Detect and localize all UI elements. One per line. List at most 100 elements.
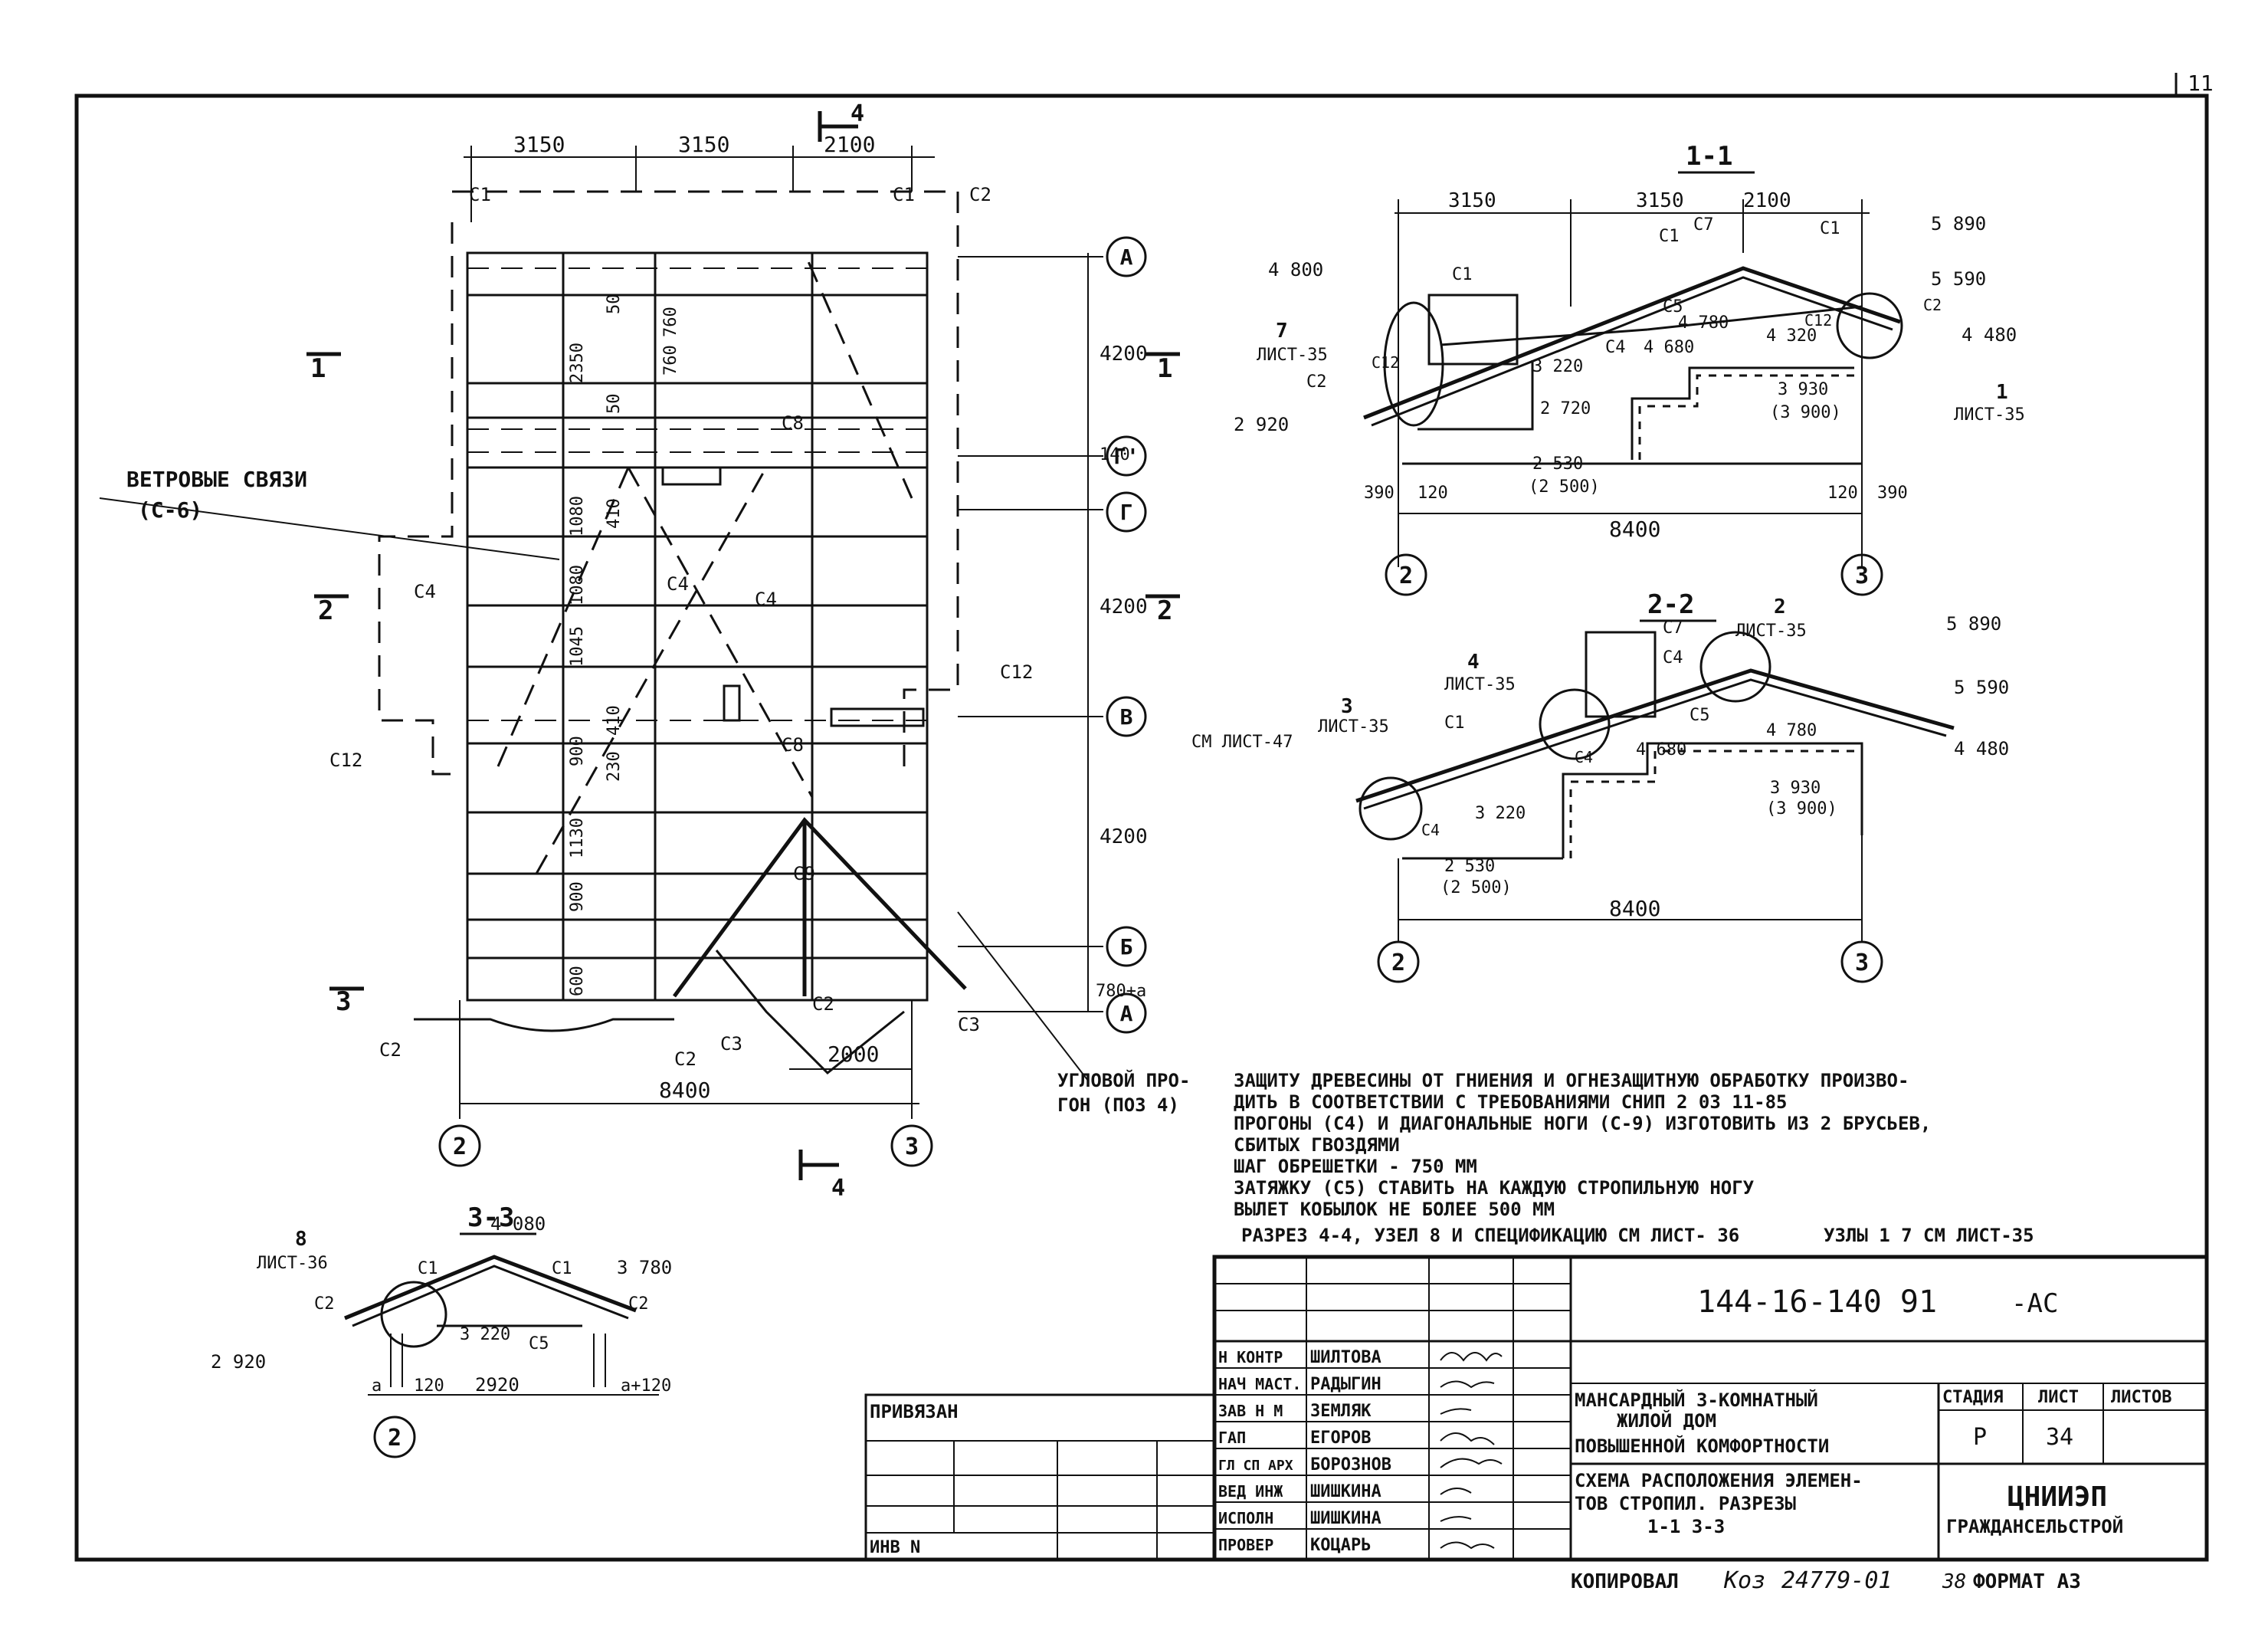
plan-axis-a-top — [1106, 236, 1147, 277]
plan-dim-top-2: 3150 — [678, 132, 729, 157]
svg-text:ШИШКИНА: ШИШКИНА — [1310, 1509, 1381, 1528]
section-2-2-roof — [1355, 668, 1955, 803]
plan-valley-base — [715, 950, 905, 1075]
note-7: ВЫЛЕТ КОБЫЛОК НЕ БОЛЕЕ 500 ММ — [1234, 1199, 1555, 1220]
plan-outline-left — [378, 222, 454, 776]
section-mark-1-right: 1 — [1157, 353, 1172, 384]
svg-text:КОЦАРЬ: КОЦАРЬ — [1310, 1536, 1371, 1555]
svg-text:ЛИСТ: ЛИСТ — [2038, 1388, 2079, 1407]
svg-text:600: 600 — [568, 966, 587, 996]
svg-text:С7: С7 — [1663, 618, 1683, 638]
section-mark-4-top: 4 — [850, 100, 864, 127]
svg-text:ИНВ N: ИНВ N — [870, 1538, 920, 1557]
svg-text:С8: С8 — [782, 412, 804, 434]
svg-text:3 930: 3 930 — [1770, 779, 1821, 798]
svg-text:4 320: 4 320 — [1766, 326, 1817, 346]
svg-text:2 920: 2 920 — [211, 1351, 266, 1373]
svg-text:3150: 3150 — [1636, 189, 1684, 212]
svg-text:390: 390 — [1877, 484, 1908, 503]
note-6: ЗАТЯЖКУ (С5) СТАВИТЬ НА КАЖДУЮ СТРОПИЛЬН… — [1234, 1177, 1755, 1199]
svg-text:ЖИЛОЙ ДОМ: ЖИЛОЙ ДОМ — [1617, 1409, 1716, 1432]
section-3-3-node-8 — [380, 1281, 447, 1348]
org-subname: ГРАЖДАНСЕЛЬСТРОЙ — [1946, 1515, 2123, 1537]
plan-axis-3 — [890, 1124, 933, 1167]
plan-valley — [672, 817, 967, 998]
svg-text:(2 500): (2 500) — [1529, 477, 1600, 497]
svg-text:2 720: 2 720 — [1540, 399, 1591, 418]
svg-text:С1: С1 — [1659, 227, 1680, 246]
svg-text:С1: С1 — [552, 1259, 572, 1278]
section-2-2-node-2 — [1699, 631, 1771, 703]
plan-axis-2 — [438, 1124, 481, 1167]
plan-dim-right-4: 4200 — [1100, 825, 1148, 848]
svg-text:ЛИСТ-35: ЛИСТ-35 — [1318, 717, 1389, 736]
plan-dim-right-1: 4200 — [1100, 343, 1148, 366]
plan-dashed-bands — [467, 267, 927, 721]
svg-text:С1: С1 — [1444, 714, 1465, 733]
svg-text:50: 50 — [605, 394, 624, 415]
svg-text:С2: С2 — [674, 1048, 696, 1070]
svg-text:900: 900 — [568, 736, 587, 766]
svg-text:8400: 8400 — [1609, 517, 1660, 542]
svg-text:5 890: 5 890 — [1931, 213, 1986, 235]
svg-text:С2: С2 — [628, 1294, 649, 1314]
svg-text:760: 760 — [661, 345, 680, 376]
section-2-2-node-4 — [1539, 688, 1611, 760]
plan-dim-bottom-small: 2000 — [828, 1042, 879, 1067]
svg-text:410: 410 — [605, 498, 624, 529]
section-1-1-roof — [1363, 266, 1901, 420]
svg-text:ЗАВ Н М: ЗАВ Н М — [1218, 1402, 1283, 1420]
svg-text:4 800: 4 800 — [1268, 259, 1323, 280]
svg-text:1-1 3-3: 1-1 3-3 — [1647, 1516, 1725, 1537]
svg-text:БОРОЗНОВ: БОРОЗНОВ — [1310, 1455, 1391, 1475]
plan-dim-right-2: 140 — [1100, 445, 1130, 464]
svg-text:1080: 1080 — [568, 496, 587, 536]
svg-text:8: 8 — [295, 1228, 307, 1251]
plan-main-rect — [466, 251, 929, 1002]
svg-text:РАДЫГИН: РАДЫГИН — [1310, 1375, 1381, 1394]
svg-text:С5: С5 — [529, 1334, 549, 1353]
plan-axis-g — [1106, 491, 1147, 533]
notes: ЗАЩИТУ ДРЕВЕСИНЫ ОТ ГНИЕНИЯ И ОГНЕЗАЩИТН… — [1234, 1070, 2034, 1246]
svg-text:С5: С5 — [1663, 297, 1683, 317]
svg-text:С1: С1 — [418, 1259, 438, 1278]
footer-signature: Коз — [1723, 1567, 1765, 1594]
svg-text:5 590: 5 590 — [1931, 268, 1986, 290]
svg-text:3: 3 — [1341, 695, 1353, 718]
footer: КОПИРОВАЛ Коз 24779-01 38 ФОРМАТ А3 — [1571, 1567, 2081, 1594]
attached-block — [864, 1393, 1216, 1561]
section-mark-2-right: 2 — [1157, 595, 1172, 626]
title-block: 144-16-140 91 -АС Н КОНТР НАЧ МАСТ. ЗАВ … — [864, 1255, 2209, 1562]
svg-text:С2: С2 — [812, 993, 834, 1015]
svg-text:3: 3 — [1855, 563, 1869, 589]
plan-axis-a-bottom — [1106, 992, 1147, 1034]
svg-text:2350: 2350 — [568, 343, 587, 383]
svg-text:ЕГОРОВ: ЕГОРОВ — [1310, 1429, 1371, 1448]
svg-text:С1: С1 — [1452, 265, 1473, 284]
svg-text:410: 410 — [605, 705, 624, 736]
svg-text:Р: Р — [1973, 1424, 1987, 1451]
note-5: ШАГ ОБРЕШЕТКИ - 750 ММ — [1234, 1156, 1477, 1177]
section-3-3-roof — [344, 1255, 637, 1320]
svg-text:50: 50 — [605, 294, 624, 315]
svg-text:4 480: 4 480 — [1962, 324, 2017, 346]
plan-marker-3 — [723, 684, 741, 722]
svg-text:А: А — [1120, 1001, 1133, 1026]
svg-text:120: 120 — [1418, 484, 1448, 503]
svg-text:900: 900 — [568, 881, 587, 912]
svg-text:С4: С4 — [1575, 748, 1593, 766]
note-8: РАЗРЕЗ 4-4, УЗЕЛ 8 И СПЕЦИФИКАЦИЮ СМ ЛИС… — [1241, 1225, 1739, 1246]
svg-text:(3 900): (3 900) — [1766, 799, 1837, 818]
svg-text:4 780: 4 780 — [1766, 721, 1817, 740]
svg-text:2100: 2100 — [1743, 189, 1791, 212]
plan-dim-top-1: 3150 — [513, 132, 565, 157]
svg-text:760: 760 — [661, 307, 680, 337]
svg-text:С12: С12 — [1000, 661, 1033, 683]
svg-text:С3: С3 — [720, 1033, 742, 1055]
svg-text:МАНСАРДНЫЙ 3-КОМНАТНЫЙ: МАНСАРДНЫЙ 3-КОМНАТНЫЙ — [1575, 1389, 1818, 1411]
footer-format: ФОРМАТ А3 — [1973, 1570, 2081, 1593]
svg-text:Г': Г' — [1113, 444, 1139, 469]
svg-text:3 220: 3 220 — [1475, 804, 1526, 823]
svg-text:Б: Б — [1120, 934, 1133, 960]
svg-text:7: 7 — [1276, 320, 1288, 343]
